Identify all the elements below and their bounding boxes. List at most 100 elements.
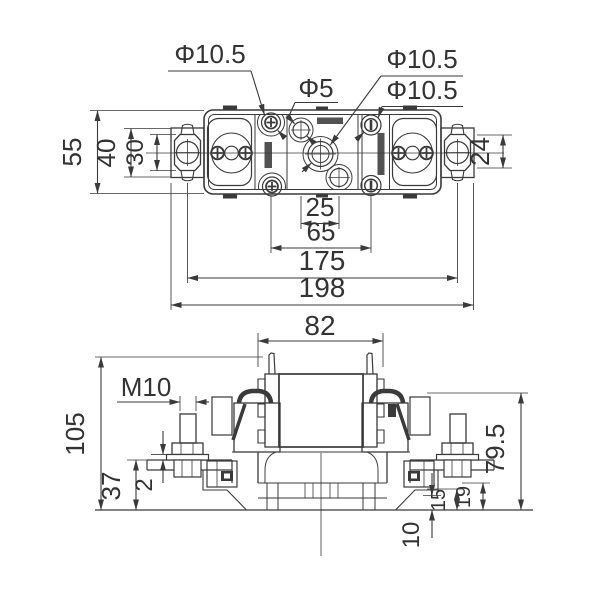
left-clamp-window bbox=[224, 473, 230, 479]
left-clip-screw-a-cross bbox=[212, 148, 223, 158]
dim-37-value: 37 bbox=[96, 472, 126, 501]
boss-lower-hole bbox=[325, 164, 353, 190]
screw-tr-head bbox=[363, 117, 379, 133]
dim-65-value: 65 bbox=[307, 217, 336, 247]
dim-37: 37 bbox=[96, 459, 148, 511]
left-wing-block bbox=[211, 396, 233, 436]
left-stud-bumps bbox=[180, 123, 195, 182]
hole-small-phi5 bbox=[291, 120, 311, 140]
base-slot-lines bbox=[304, 483, 339, 498]
left-clip-tower bbox=[233, 402, 281, 453]
right-clip-tower bbox=[361, 402, 409, 453]
left-lower-nut bbox=[173, 459, 202, 478]
left-clamp-block bbox=[206, 460, 238, 488]
dim-198-value: 198 bbox=[299, 272, 346, 303]
left-washer bbox=[165, 453, 210, 461]
lower-hole-crosshair bbox=[328, 167, 350, 188]
dim-24-extensions bbox=[477, 134, 512, 169]
screw-top-right bbox=[360, 114, 382, 136]
phi10-tl-label: Φ10.5 bbox=[174, 39, 245, 69]
right-bolt bbox=[435, 413, 480, 478]
phi10-center-label: Φ10.5 bbox=[386, 44, 457, 74]
body-outline-inner bbox=[208, 114, 437, 190]
screw-tr-outer bbox=[360, 114, 382, 136]
screw-top-left bbox=[260, 112, 282, 133]
dim-2-value: 2 bbox=[131, 478, 158, 491]
left-terminal-bracket bbox=[170, 127, 205, 179]
fuse-body bbox=[278, 373, 364, 448]
dim-65-extensions bbox=[270, 196, 372, 253]
phi10-center-leader bbox=[329, 75, 382, 146]
screw-bottom-right bbox=[360, 174, 382, 197]
hole-center-large bbox=[305, 138, 336, 170]
left-clip-cap bbox=[236, 388, 274, 404]
dim-15-value: 15 bbox=[428, 489, 450, 511]
left-lower-nut-facets bbox=[181, 460, 193, 477]
screw-bottom-left bbox=[261, 176, 283, 197]
molding-divider-lines bbox=[254, 114, 390, 190]
left-stud-crosshair bbox=[174, 139, 201, 166]
callout-phi10-center: Φ10.5 bbox=[301, 44, 463, 173]
dim-10: 10 bbox=[398, 473, 441, 548]
dim-m10: M10 bbox=[117, 372, 209, 411]
dim-55-extensions bbox=[90, 110, 204, 194]
right-wing-block bbox=[409, 396, 431, 436]
left-clip-screw-b bbox=[238, 145, 253, 161]
phi10-right-leader bbox=[377, 106, 385, 118]
right-stud-bumps bbox=[450, 123, 465, 182]
left-clamp-outline bbox=[206, 460, 238, 488]
screw-bl-outer bbox=[261, 176, 283, 197]
right-bolt-nut bbox=[441, 442, 474, 456]
pedestal-flares bbox=[264, 451, 379, 483]
hole-lower-center bbox=[328, 167, 350, 188]
left-clip-hole bbox=[224, 145, 239, 161]
left-nut-facets bbox=[180, 443, 194, 455]
left-clip-screw-a bbox=[210, 145, 225, 161]
screw-br-outer bbox=[360, 174, 382, 197]
left-clip bbox=[206, 117, 253, 187]
left-clip-screw-b-cross bbox=[240, 148, 251, 158]
pedestal-sides bbox=[257, 452, 388, 483]
left-bolt-nut bbox=[171, 442, 204, 456]
dim-55: 55 bbox=[57, 110, 204, 194]
phi5-leader bbox=[285, 102, 296, 125]
base-feet-lines bbox=[266, 483, 376, 510]
dim-24: 24 bbox=[465, 134, 512, 169]
dim-105: 105 bbox=[60, 356, 104, 511]
left-stud-octagon bbox=[173, 133, 202, 172]
dim-82-value: 82 bbox=[304, 310, 335, 341]
right-clip-screw-a bbox=[391, 145, 406, 161]
callout-phi5: Φ5 bbox=[285, 73, 338, 146]
dim-79-5-value: 79.5 bbox=[480, 424, 510, 475]
base-supports bbox=[202, 470, 439, 510]
fuse-right-blade bbox=[362, 373, 378, 448]
phi5-counter-arrow bbox=[306, 135, 317, 146]
callout-phi10-right: Φ10.5 bbox=[354, 75, 463, 142]
callout-phi10-top-left: Φ10.5 bbox=[168, 39, 288, 141]
right-clamp-block bbox=[403, 460, 435, 488]
right-extractor-lever bbox=[395, 403, 411, 441]
center-hole-crosshair bbox=[305, 138, 336, 170]
dim-82: 82 bbox=[257, 310, 384, 367]
right-terminal-bracket bbox=[440, 127, 475, 179]
screw-tl-outer bbox=[260, 112, 282, 133]
dim-105-value: 105 bbox=[60, 412, 90, 455]
boss-small-hole bbox=[288, 117, 314, 143]
right-bolt-stem bbox=[449, 413, 467, 444]
dim-24-value: 24 bbox=[465, 137, 495, 166]
right-stud-octagon bbox=[443, 133, 472, 172]
molding-bosses bbox=[257, 114, 353, 190]
dim-175-extensions bbox=[187, 183, 458, 283]
phi5-label: Φ5 bbox=[298, 73, 333, 103]
phi10-right-label: Φ10.5 bbox=[386, 75, 457, 105]
screw-br-head bbox=[363, 178, 379, 193]
screw-tl-cross bbox=[266, 118, 276, 127]
dim-25-value: 25 bbox=[306, 192, 335, 222]
right-clip-screw-b-cross bbox=[421, 148, 432, 158]
phi10-right-counter-arrow bbox=[354, 132, 365, 142]
base-steps bbox=[258, 482, 387, 499]
left-bolt bbox=[165, 413, 210, 478]
right-clip-cap bbox=[368, 388, 406, 404]
